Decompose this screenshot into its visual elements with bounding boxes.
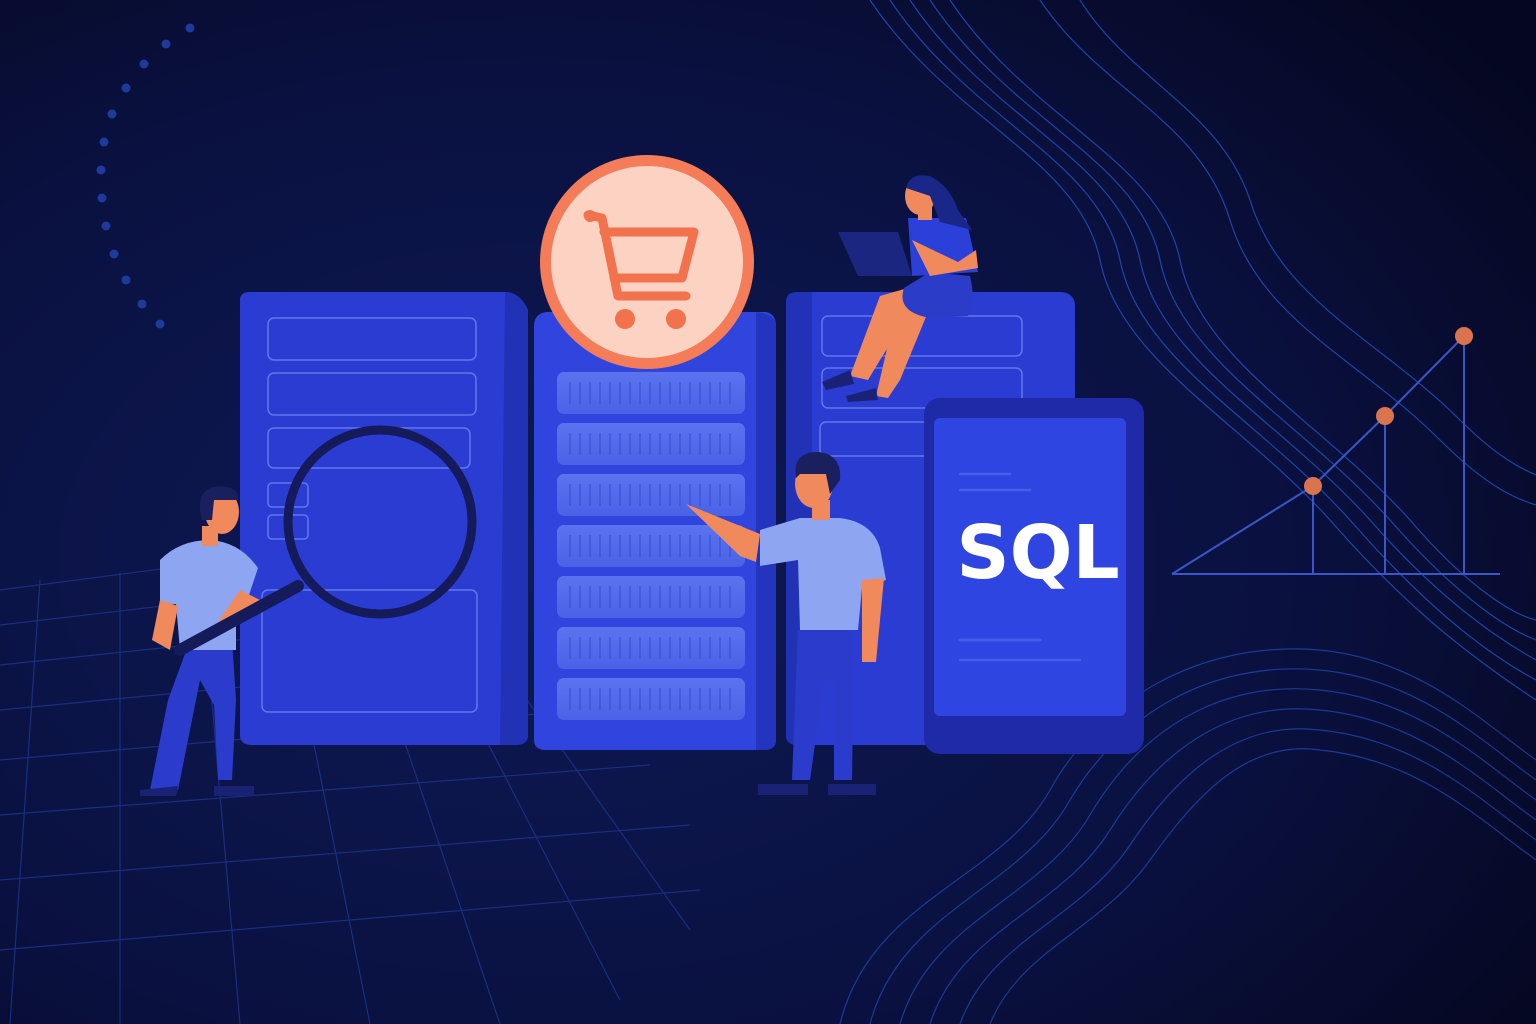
chart-point <box>1376 407 1394 425</box>
dotted-arc <box>96 23 195 329</box>
person-with-laptop <box>822 175 978 402</box>
magnifying-glass-icon <box>174 425 477 656</box>
sql-phone: SQL <box>924 398 1144 754</box>
server-cabinet-left <box>240 292 528 745</box>
chart-point <box>1455 327 1473 345</box>
sql-label: SQL <box>956 510 1119 596</box>
chart-point <box>1304 477 1322 495</box>
shopping-cart-icon <box>540 155 754 369</box>
line-chart-icon <box>1171 327 1500 575</box>
person-pointing <box>686 452 886 795</box>
server-slot-ridges <box>569 382 731 710</box>
server-cabinet-center <box>534 312 776 750</box>
wave-lines-lower <box>839 648 1536 1024</box>
